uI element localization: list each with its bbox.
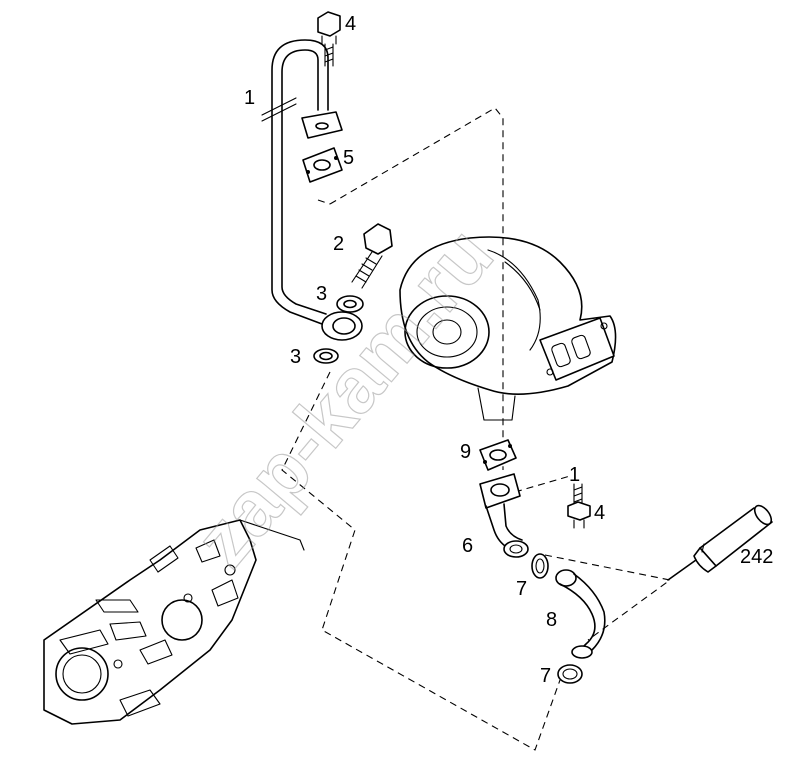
turbocharger (399, 236, 617, 421)
callout-sealing-washer-lower: 3 (290, 346, 301, 368)
bolt-top (317, 11, 341, 67)
o-rings (531, 553, 583, 684)
oil-feed-pipe (261, 39, 363, 341)
engine-block (43, 519, 305, 725)
callout-banjo-bolt: 2 (333, 233, 344, 255)
callout-oil-feed-pipe: 1 (244, 87, 255, 109)
callout-o-ring-upper: 7 (516, 578, 527, 600)
assembly-dashed-lines (281, 107, 672, 751)
callout-sealant: 242 (740, 546, 773, 568)
callout-drain-pipe-lower: 8 (546, 609, 557, 631)
drain-gasket (479, 439, 517, 471)
callout-o-ring-lower: 7 (540, 665, 551, 687)
drain-pipe-upper (479, 473, 529, 558)
banjo-bolt (351, 223, 393, 289)
callout-bolt-lower: 4 (594, 502, 605, 524)
drain-pipe-lower (555, 569, 606, 659)
callout-labels: 1 4 5 2 3 3 9 1 4 6 7 8 7 242 (244, 13, 773, 687)
callout-sealing-washer-upper: 3 (316, 283, 327, 305)
sealant-tube (667, 504, 773, 581)
sealing-washers (313, 295, 364, 364)
callout-gasket-top: 5 (343, 147, 354, 169)
gasket-top (302, 147, 343, 183)
bolt-lower (567, 483, 591, 529)
callout-drain-pipe-upper: 6 (462, 535, 473, 557)
callout-bolt-top: 4 (345, 13, 356, 35)
callout-gasket-drain: 9 (460, 441, 471, 463)
callout-stud-lower: 1 (569, 464, 580, 486)
watermark-text: zap-kam.ru (178, 211, 510, 583)
